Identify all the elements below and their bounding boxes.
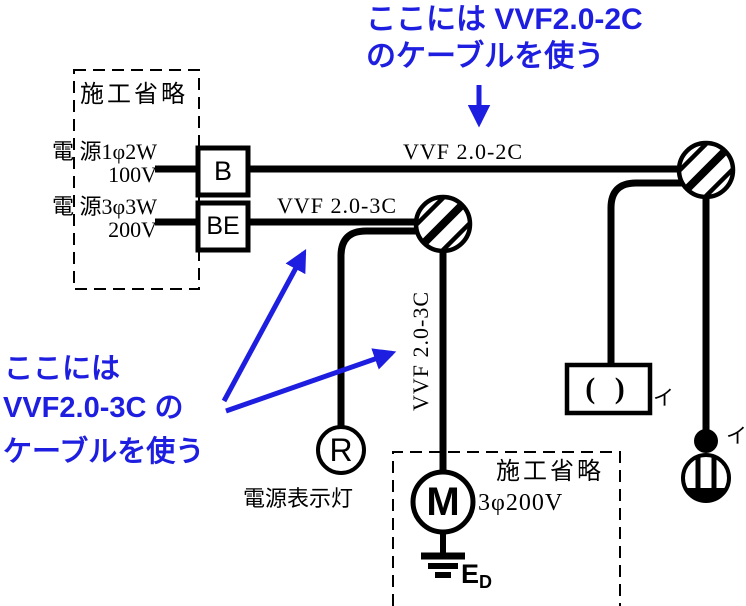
omitted-work-label-motor: 施工省略 [496, 459, 604, 485]
pilot-lamp-letter: R [329, 432, 353, 468]
pendant-circuit-mark: イ [726, 424, 746, 448]
ground-label-d: D [479, 572, 493, 592]
source1-voltage: 100V [108, 162, 157, 187]
source2-name: 電 源3φ3W [52, 194, 157, 219]
wire-branch-ceiling-outlet [607, 179, 683, 365]
ground-label-e: E [461, 559, 480, 589]
cable-label-200v: VVF 2.0-3C [277, 193, 398, 218]
ceiling-outlet-box [564, 362, 653, 416]
source1-name: 電 源1φ2W [52, 139, 157, 164]
ceiling-outlet-symbol: ( ) [585, 372, 631, 405]
annotation-bottom-line1: ここには [4, 353, 121, 385]
motor-spec: 3φ200V [478, 490, 564, 516]
ground-label: ED [461, 559, 493, 592]
breaker-label: B [213, 156, 232, 186]
junction-box-left [413, 194, 473, 254]
earth-leakage-breaker-box [195, 200, 251, 253]
arrow-to-motor-drop [225, 348, 397, 414]
annotation-top-line2: のケーブルを使う [366, 40, 605, 73]
cable-label-motor-drop: VVF 2.0-3C [408, 291, 433, 412]
junction-box-right [676, 140, 736, 200]
annotation-bottom-line3: ケーブルを使う [3, 436, 205, 468]
earth-leakage-breaker-label: BE [206, 212, 240, 240]
omitted-work-label-source: 施工省略 [80, 82, 188, 108]
ceiling-outlet-circuit-mark: イ [653, 386, 674, 410]
omitted-work-box-motor [392, 451, 621, 606]
pilot-lamp-caption: 電源表示灯 [243, 486, 354, 511]
breaker-box [195, 145, 251, 198]
annotation-top-line1: ここには VVF2.0-2C [366, 3, 643, 36]
wire-branch-pilot-lamp [337, 227, 418, 429]
pilot-lamp-circle [316, 425, 366, 475]
arrow-to-200v-line [221, 249, 307, 403]
pendant-symbol [681, 429, 731, 503]
ground-symbol [421, 531, 465, 578]
source2-voltage: 200V [108, 217, 157, 242]
annotation-bottom-line2: VVF2.0-3C の [3, 392, 184, 424]
cable-label-100v: VVF 2.0-2C [403, 139, 524, 164]
motor-letter: M [426, 480, 460, 524]
